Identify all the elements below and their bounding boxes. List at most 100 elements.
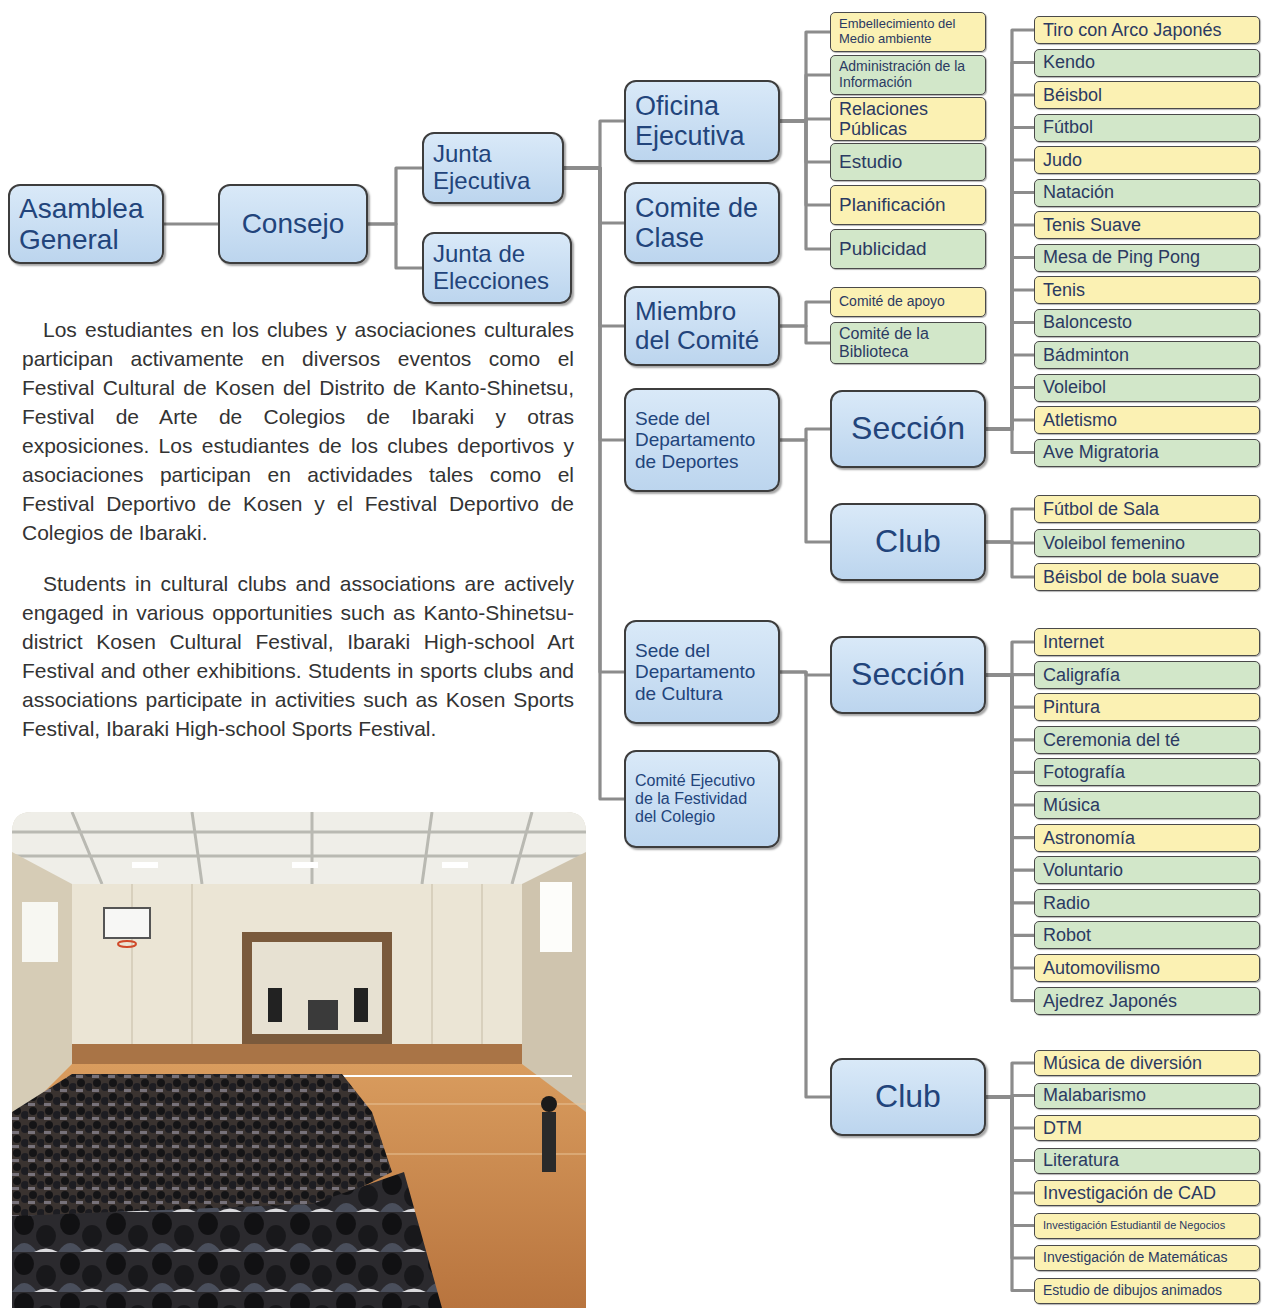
activity-box: Radio — [1034, 889, 1260, 917]
activity-box: Internet — [1034, 628, 1260, 656]
activity-box: Estudio — [830, 143, 986, 181]
tree-connector — [368, 224, 422, 268]
activity-box: Ajedrez Japonés — [1034, 987, 1260, 1015]
node-label: Sección — [841, 657, 975, 693]
activity-box: Voleibol femenino — [1034, 529, 1260, 557]
tree-connector — [986, 642, 1034, 675]
node-label: Internet — [1043, 632, 1251, 652]
backboard — [104, 908, 150, 938]
activity-box: Pintura — [1034, 693, 1260, 721]
ceiling-light — [132, 862, 158, 868]
tree-connector — [986, 1097, 1034, 1193]
activity-box: Embellecimiento del Medio ambiente — [830, 12, 986, 52]
window — [540, 882, 572, 952]
activity-box: Investigación Estudiantil de Negocios — [1034, 1213, 1260, 1239]
tree-connector — [986, 1097, 1034, 1161]
node-label: Comité Ejecutivo de la Festividad del Co… — [635, 772, 769, 826]
node-label: Mesa de Ping Pong — [1043, 247, 1251, 267]
ceiling — [12, 812, 586, 884]
body-paragraph: Los estudiantes en los clubes y asociaci… — [22, 316, 574, 548]
activity-box: Relaciones Públicas — [830, 97, 986, 141]
org-unit-box: Junta Ejecutiva — [422, 132, 564, 204]
org-unit-box: Club — [830, 1058, 986, 1136]
activity-box: Tiro con Arco Japonés — [1034, 16, 1260, 44]
gym-photo — [12, 812, 586, 1308]
node-label: Administración de la Información — [839, 59, 977, 90]
photo-scene — [12, 812, 586, 1308]
org-unit-box: Sección — [830, 390, 986, 468]
node-label: Club — [841, 1079, 975, 1115]
node-label: Literatura — [1043, 1150, 1251, 1170]
activity-box: Fútbol — [1034, 114, 1260, 142]
node-label: Consejo — [229, 208, 357, 239]
tree-connector — [986, 225, 1034, 429]
activity-box: Béisbol de bola suave — [1034, 563, 1260, 591]
node-label: Sede del Departamento de Deportes — [635, 408, 769, 472]
crowd-near — [12, 1172, 442, 1308]
tree-connector — [986, 95, 1034, 429]
ceiling-light — [442, 862, 468, 868]
tree-connector — [986, 355, 1034, 429]
text-column: Los estudiantes en los clubes y asociaci… — [22, 316, 574, 766]
activity-box: Automovilismo — [1034, 954, 1260, 982]
node-label: Asamblea General — [19, 193, 153, 256]
activity-box: Tenis — [1034, 276, 1260, 304]
node-label: Sección — [841, 411, 975, 447]
tree-connector — [986, 1097, 1034, 1226]
tree-connector — [986, 675, 1034, 740]
activity-box: Fútbol de Sala — [1034, 495, 1260, 523]
ceiling-truss — [12, 812, 586, 884]
activity-box: Atletismo — [1034, 406, 1260, 434]
activity-box: Natación — [1034, 179, 1260, 207]
node-label: Robot — [1043, 925, 1251, 945]
org-unit-box: Miembro del Comité — [624, 286, 780, 366]
activity-box: Voleibol — [1034, 374, 1260, 402]
node-label: Ave Migratoria — [1043, 442, 1251, 462]
node-label: Investigación de Matemáticas — [1043, 1250, 1251, 1266]
activity-box: Mesa de Ping Pong — [1034, 244, 1260, 272]
node-label: Estudio — [839, 151, 977, 172]
activity-box: Música de diversión — [1034, 1050, 1260, 1076]
node-label: Tiro con Arco Japonés — [1043, 20, 1251, 40]
node-label: Sede del Departamento de Cultura — [635, 640, 769, 704]
tree-connector — [986, 258, 1034, 430]
activity-box: DTM — [1034, 1115, 1260, 1141]
node-label: Comité de apoyo — [839, 294, 977, 310]
node-label: Junta de Elecciones — [433, 241, 561, 295]
tree-connector — [986, 429, 1034, 453]
back-wall — [72, 884, 522, 1064]
node-label: Baloncesto — [1043, 312, 1251, 332]
tree-connector — [986, 1097, 1034, 1291]
tree-connector — [986, 30, 1034, 429]
tree-connector — [986, 675, 1034, 772]
org-unit-box: Comité Ejecutivo de la Festividad del Co… — [624, 750, 780, 848]
activity-box: Astronomía — [1034, 824, 1260, 852]
baseboard — [72, 1044, 522, 1064]
body-paragraph: Students in cultural clubs and associati… — [22, 570, 574, 744]
org-unit-box: Club — [830, 503, 986, 581]
org-unit-box: Oficina Ejecutiva — [624, 80, 780, 162]
speaker — [354, 988, 368, 1022]
tree-connector — [780, 75, 830, 121]
window — [22, 902, 58, 962]
node-label: Automovilismo — [1043, 958, 1251, 978]
activity-box: Música — [1034, 791, 1260, 819]
activity-box: Tenis Suave — [1034, 211, 1260, 239]
node-label: Radio — [1043, 893, 1251, 913]
node-label: Comite de Clase — [635, 193, 769, 253]
tree-connector — [986, 63, 1034, 430]
node-label: Tenis Suave — [1043, 215, 1251, 235]
standing-person — [542, 1112, 556, 1172]
tree-connector — [986, 1063, 1034, 1097]
speaker — [268, 988, 282, 1022]
tree-connector — [986, 193, 1034, 430]
tree-connector — [986, 388, 1034, 430]
node-label: Voleibol femenino — [1043, 533, 1251, 553]
activity-box: Baloncesto — [1034, 309, 1260, 337]
node-label: Kendo — [1043, 52, 1251, 72]
node-label: Publicidad — [839, 238, 977, 259]
node-label: DTM — [1043, 1118, 1251, 1138]
tree-connector — [780, 326, 830, 343]
tree-connector — [564, 168, 624, 440]
